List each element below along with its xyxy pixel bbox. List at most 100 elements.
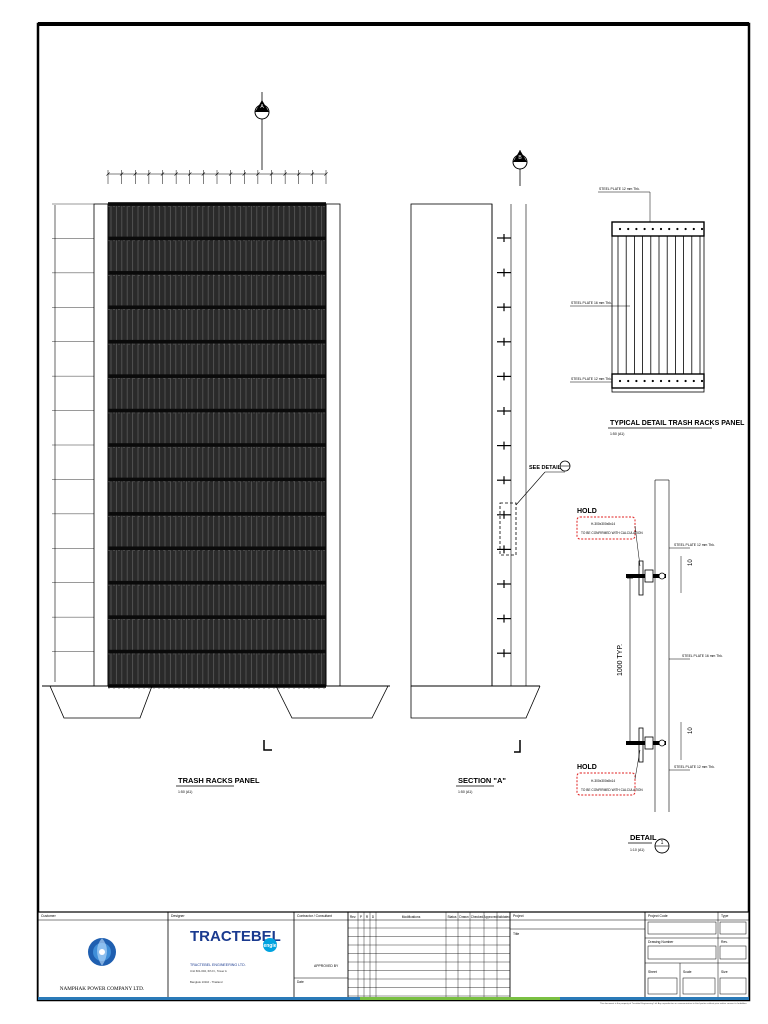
dimension-tick-mark [215, 172, 219, 176]
view-scale-typical-detail: 1:50 (A1) [610, 432, 624, 436]
typical-detail-bolt [684, 379, 687, 383]
hold-note-bottom-1: H-300x300x8x14 [591, 779, 615, 783]
top-dimension-chain [106, 170, 328, 184]
typical-detail-bolt [635, 379, 638, 383]
pier-section [410, 203, 493, 687]
typical-detail-bolt [618, 227, 622, 231]
cut-arrow-right [514, 740, 521, 753]
section-marker-b-label: B [518, 155, 522, 161]
project-code-label: Project Code [648, 914, 668, 918]
rev-label: Rev. [721, 940, 728, 944]
dimension-tick-mark [174, 172, 178, 176]
typical-detail-bolt [684, 227, 687, 231]
see-detail-label: SEE DETAIL [529, 465, 562, 471]
grating-beam [108, 305, 326, 310]
grating-beam [108, 271, 326, 275]
revision-header: Approved [484, 915, 498, 919]
typical-detail-bolt [651, 227, 654, 231]
plate-label-top: STEEL PLATE 12 mm Thk. [599, 187, 640, 191]
plate-label-bottom: STEEL PLATE 12 mm Thk. [571, 377, 612, 381]
grating-beam [108, 512, 326, 516]
footing-left [49, 685, 153, 719]
typical-detail-bolt [676, 227, 679, 231]
typical-detail-bars [617, 227, 704, 383]
hold-callout-bottom: HOLD H-300x300x8x14 TO BE CONFIRMED WITH… [576, 749, 643, 796]
designer-address-2: Bangkok 10110 - Thailand [190, 980, 223, 984]
type-label: Type [721, 914, 728, 918]
dimension-tick-mark [119, 172, 124, 176]
contractor-label: Contractor / Consultant [297, 914, 332, 918]
dimension-tick-mark [133, 172, 138, 176]
detail-beam-bottom [626, 722, 682, 763]
plate-label-mid: STEEL PLATE 16 mm Thk. [571, 301, 612, 305]
customer-logo [88, 938, 116, 966]
dimension-tick-mark [160, 172, 165, 176]
view-scale-section-a: 1:50 (A1) [458, 790, 472, 794]
designer-label: Designer [171, 914, 185, 918]
dimension-tick-mark [147, 172, 151, 176]
typical-detail-bolt [692, 379, 695, 383]
typical-detail-view: STEEL PLATE 12 mm Thk. STEEL PLATE 16 mm… [570, 187, 745, 436]
project-label: Project [513, 914, 524, 918]
title-block: Customer Designer Contractor / Consultan… [37, 911, 750, 1005]
typical-detail-bolt [643, 227, 646, 231]
dimension-tick-mark [228, 172, 233, 176]
revision-header: Modifications [402, 915, 421, 919]
typical-detail-bolt [659, 379, 663, 383]
designer-address-1: Unit 601-602, 6th Fl., Tower A [190, 969, 227, 973]
dimension-tick-mark [324, 172, 328, 176]
view-title-trash-racks-panel: TRASH RACKS PANEL [178, 776, 260, 785]
grating-beam [108, 202, 326, 206]
section-marker-a-label: A [260, 104, 264, 110]
grating-beam [108, 649, 326, 654]
revision-header: Checked [471, 915, 484, 919]
typical-detail-bolt [668, 379, 671, 383]
revision-header: Drawn [459, 915, 468, 919]
hold-label-bottom: HOLD [577, 764, 597, 771]
trash-racks-panel-view: A TRASH RACKS PANEL 1:50 (A1) [42, 92, 390, 794]
dimension-tick-mark [256, 172, 260, 176]
grating-beam [108, 408, 326, 413]
typical-detail-bolt [651, 379, 654, 383]
view-title-detail: DETAIL [630, 833, 657, 842]
hold-callout-top: HOLD H-300x300x8x14 TO BE CONFIRMED WITH… [576, 508, 643, 567]
dim-1000-label: 1000 TYP. [617, 644, 624, 676]
revision-header: R [366, 915, 369, 919]
typical-detail-bolt [676, 379, 679, 383]
dimension-tick-mark [187, 172, 192, 176]
drawing-number-label: Drawing Number [648, 940, 674, 944]
view-scale-trash-racks-panel: 1:50 (A1) [178, 790, 192, 794]
dimension-tick-mark [283, 172, 287, 176]
plate-detail-label-top: STEEL PLATE 12 mm Thk. [674, 543, 715, 547]
customer-label: Customer [41, 914, 57, 918]
typical-detail-bolt [627, 227, 630, 231]
hold-cloud-bottom [576, 772, 636, 796]
date-label: Date [297, 980, 304, 984]
grating-beam [108, 443, 326, 447]
hold-note-bottom-2: TO BE CONFIRMED WITH CALCULATION [581, 788, 643, 792]
cut-arrow-left [263, 740, 272, 751]
typical-detail-bolt [668, 227, 671, 231]
typical-detail-bolt [659, 227, 663, 231]
section-footing [410, 685, 541, 719]
dimension-tick-mark [296, 172, 301, 176]
dimension-tick-mark [106, 172, 110, 176]
grating-beam [108, 615, 326, 619]
designer-logo: TRACTEBEL [190, 928, 281, 945]
plate-detail-label-bottom: STEEL PLATE 12 mm Thk. [674, 765, 715, 769]
typical-detail-bolt [700, 227, 704, 231]
section-marker-b: B [512, 150, 528, 186]
typical-detail-bolt [700, 379, 704, 383]
hold-note-top-2: TO BE CONFIRMED WITH CALCULATION [581, 531, 643, 535]
dim-10-bottom-label: 10 [688, 727, 694, 734]
view-title-typical-detail: TYPICAL DETAIL TRASH RACKS PANEL [610, 420, 745, 427]
hold-label-top: HOLD [577, 508, 597, 515]
grating-beam [108, 236, 326, 241]
grating-beam [108, 477, 326, 482]
section-beam-ticks [497, 234, 511, 658]
section-a-view: B SEE DETAIL SECTION "A" 1:50 (A1) [410, 150, 571, 794]
typical-detail-top-plate [611, 221, 705, 237]
sheet-label: Sheet [648, 970, 657, 974]
footing-right [275, 685, 389, 719]
